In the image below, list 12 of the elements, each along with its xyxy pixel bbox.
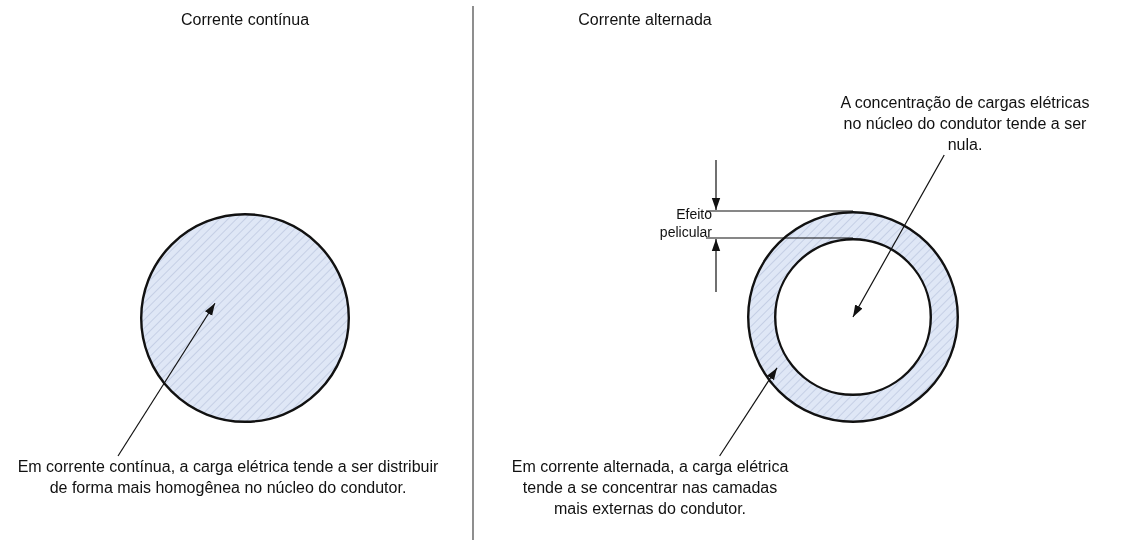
conductor-cross-section xyxy=(140,213,350,423)
leader-line xyxy=(852,154,945,318)
panel-heading: Corrente alternada xyxy=(577,10,713,30)
callout-text: Em corrente alternada, a carga elétrica tende a se concentrar nas camadas mais externas do condutor. xyxy=(505,456,795,519)
callout-text: Em corrente contínua, a carga elétrica tende a ser distribuir de forma mais homogênea no núcleo do condutor. xyxy=(8,456,448,498)
conductor-core xyxy=(774,238,932,396)
panel-heading: Corrente contínua xyxy=(179,10,311,30)
callout-text: A concentração de cargas elétricas no núcleo do condutor tende a ser nula. xyxy=(835,92,1095,155)
leader-line xyxy=(719,367,778,457)
leader-line xyxy=(117,302,216,457)
dimension-label: Efeito pelicular xyxy=(658,205,712,241)
conductor-cross-section xyxy=(747,211,959,423)
